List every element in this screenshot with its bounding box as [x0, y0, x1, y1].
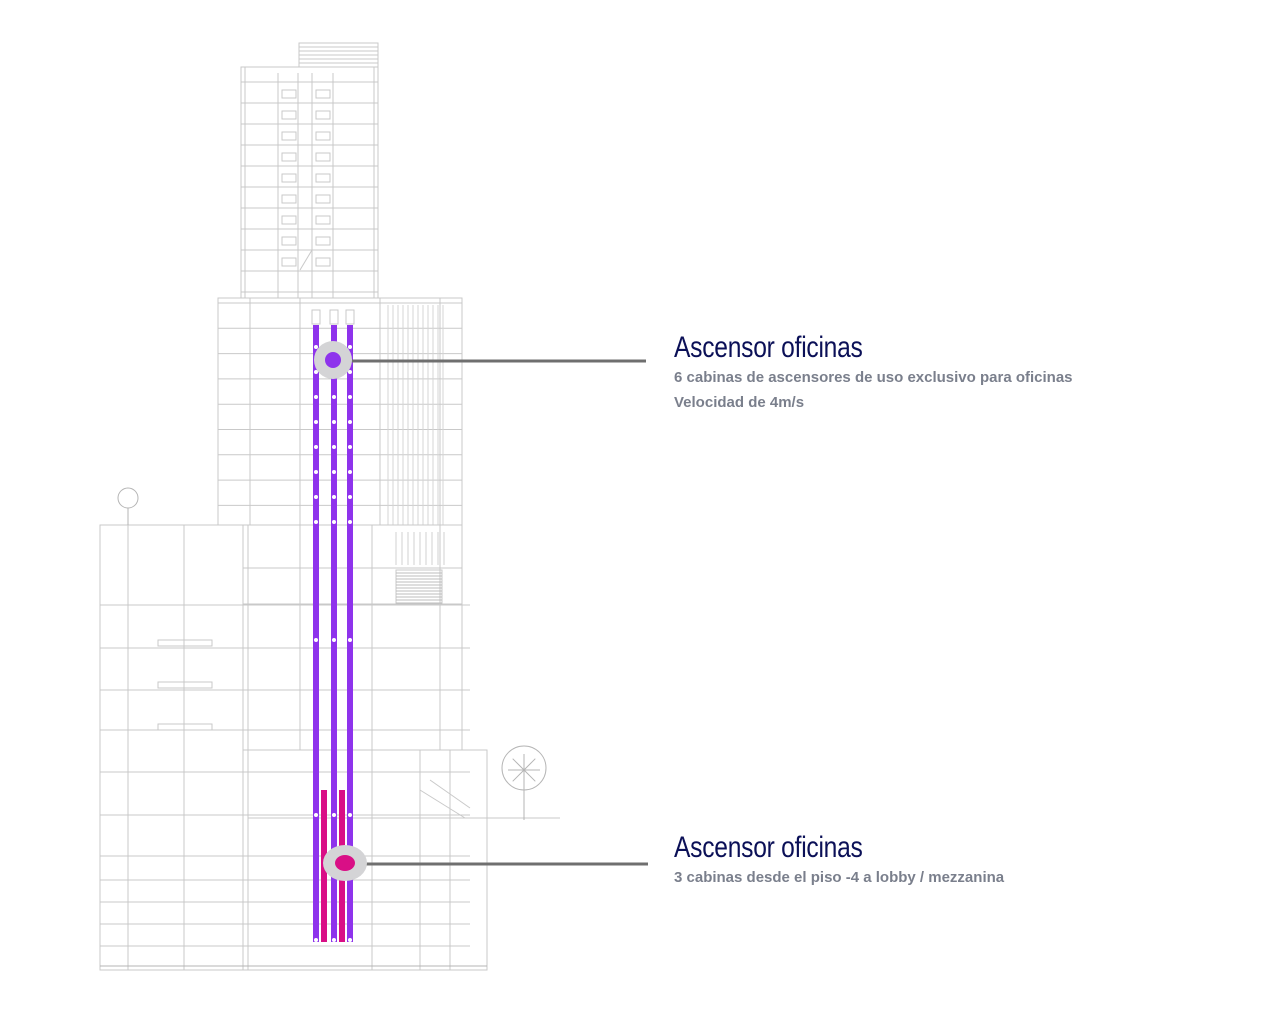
low-block-outline	[99, 524, 249, 971]
office-elevator-shaft	[313, 325, 319, 942]
elevator-stop	[332, 938, 336, 942]
tower-window	[315, 173, 331, 183]
elevator-stop	[314, 520, 318, 524]
tower-window	[315, 89, 331, 99]
tower-window	[315, 257, 331, 267]
callout-title: Ascensor oficinas	[674, 831, 863, 864]
elevator-stop	[332, 520, 336, 524]
elevator-stop	[348, 370, 352, 374]
shaft-head	[329, 309, 339, 325]
office-elevator-shaft	[331, 325, 337, 942]
elevator-stop	[348, 495, 352, 499]
elevator-stop	[314, 938, 318, 942]
elevator-stop	[332, 495, 336, 499]
low-window	[157, 723, 213, 731]
callout-line: Velocidad de 4m/s	[674, 394, 805, 411]
tree-branch	[523, 758, 536, 771]
callout-office-elevators: Ascensor oficinas 6 cabinas de ascensore…	[674, 331, 1234, 415]
tower-window	[315, 110, 331, 120]
elevator-stop	[314, 420, 318, 424]
tower-window	[281, 236, 297, 246]
tree-branch	[523, 769, 536, 782]
elevator-stop	[314, 395, 318, 399]
tower-window	[315, 152, 331, 162]
marker-dot-office	[325, 352, 341, 368]
elevator-stop	[348, 638, 352, 642]
elevator-stop	[332, 470, 336, 474]
elevator-stop	[348, 395, 352, 399]
tower-window	[281, 173, 297, 183]
office-elevator-shaft	[347, 325, 353, 942]
base-block-outline	[242, 749, 488, 971]
elevator-stop	[314, 445, 318, 449]
elevator-stop	[332, 445, 336, 449]
tower-window	[281, 89, 297, 99]
tree-crown	[117, 487, 139, 509]
elevator-stop	[314, 470, 318, 474]
low-window	[157, 639, 213, 647]
elevator-stop	[348, 420, 352, 424]
tower-window	[281, 131, 297, 141]
marker-dot-lobby	[335, 855, 355, 871]
elevator-stop	[348, 470, 352, 474]
upper-tower-outline	[240, 66, 379, 299]
elevator-stop	[332, 395, 336, 399]
office-tower-outline	[217, 297, 463, 526]
callout-leaders	[314, 341, 648, 881]
stair-diagonal	[429, 779, 471, 809]
callout-line: 3 cabinas desde el piso -4 a lobby / mez…	[674, 869, 1005, 886]
elevator-stop	[314, 638, 318, 642]
low-window	[157, 681, 213, 689]
tree-branch	[512, 769, 525, 782]
shaft-head	[345, 309, 355, 325]
elevator-stop	[332, 638, 336, 642]
tower-diagonal	[299, 249, 313, 271]
stair-diagonal	[419, 789, 466, 819]
tower-window	[281, 257, 297, 267]
elevator-stop	[314, 370, 318, 374]
elevator-stop	[348, 813, 352, 817]
building-section-lines	[99, 42, 560, 971]
callout-title: Ascensor oficinas	[674, 331, 863, 364]
tower-window	[315, 131, 331, 141]
elevator-stop	[348, 520, 352, 524]
shaft-head	[311, 309, 321, 325]
tower-window	[281, 194, 297, 204]
elevator-stop	[332, 420, 336, 424]
trees	[117, 487, 547, 820]
tower-window	[281, 215, 297, 225]
elevator-stop	[332, 813, 336, 817]
elevator-stop	[314, 813, 318, 817]
tower-window	[315, 236, 331, 246]
callout-lobby-elevators: Ascensor oficinas 3 cabinas desde el pis…	[674, 831, 1234, 890]
tower-window	[281, 152, 297, 162]
tree-branch	[512, 758, 525, 771]
tower-window	[281, 110, 297, 120]
elevator-stop	[314, 345, 318, 349]
elevator-stop	[314, 495, 318, 499]
elevator-stop	[348, 345, 352, 349]
elevator-stop	[348, 445, 352, 449]
elevator-stop	[348, 938, 352, 942]
callout-line: 6 cabinas de ascensores de uso exclusivo…	[674, 369, 1073, 386]
mechanical-grille	[395, 569, 443, 605]
tower-window	[315, 194, 331, 204]
tower-window	[315, 215, 331, 225]
